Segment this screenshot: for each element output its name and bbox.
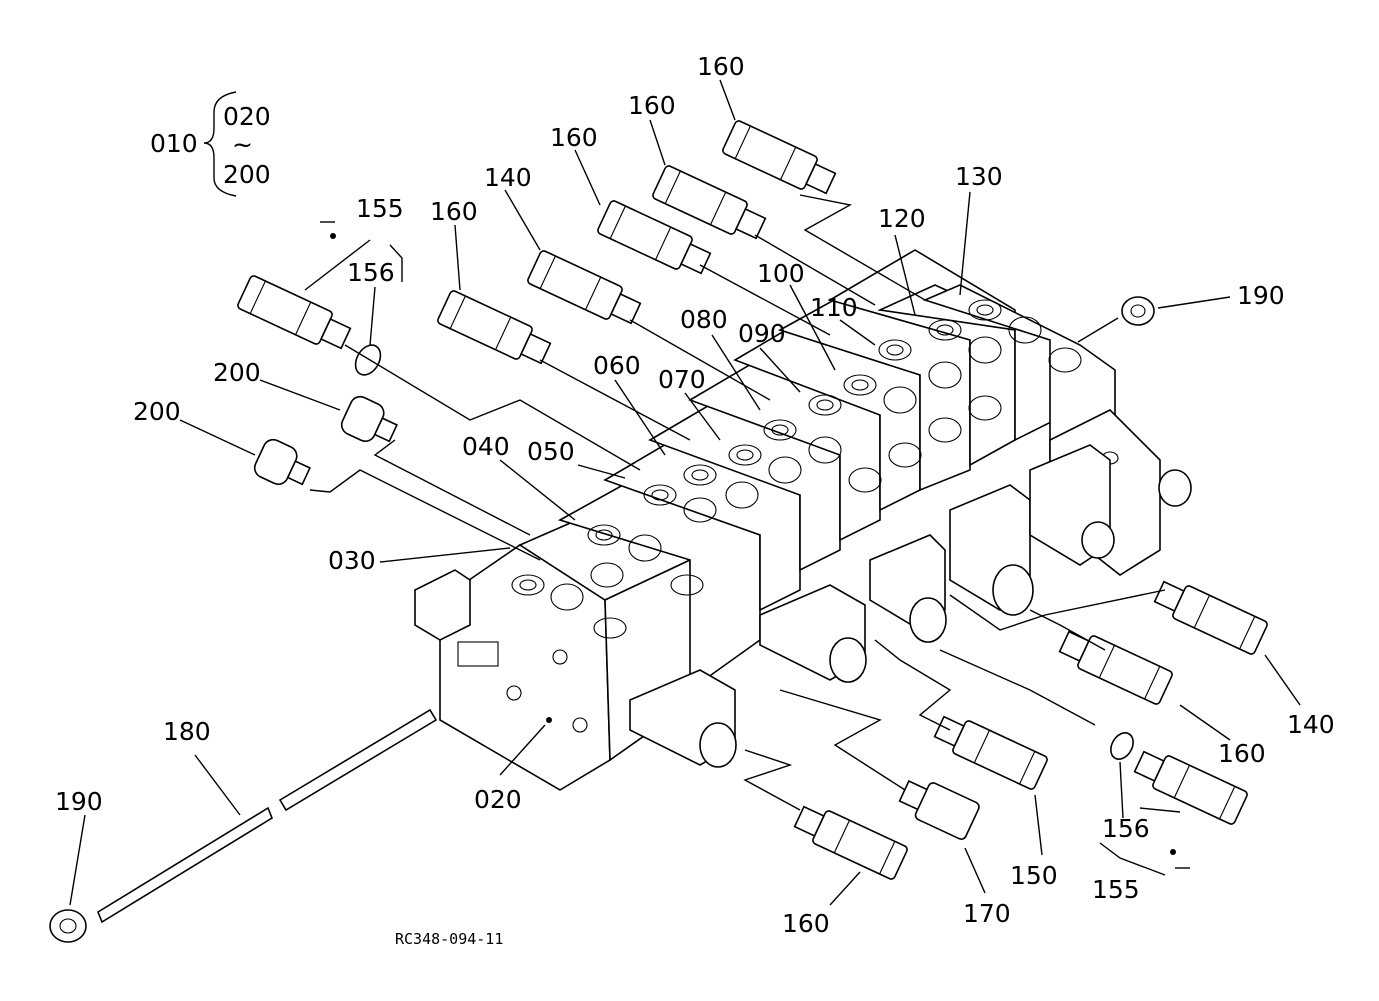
callout-140-top: 140 <box>484 163 532 192</box>
callout-020: 020 <box>474 785 522 814</box>
nut-190-left <box>49 909 87 943</box>
callout-050: 050 <box>527 437 575 466</box>
o-ring-156-top <box>354 344 382 376</box>
callout-200-a: 200 <box>213 358 261 387</box>
brace <box>203 91 237 197</box>
small-parts <box>49 296 1155 943</box>
cartridge-160-b <box>652 165 767 240</box>
callout-180: 180 <box>163 717 211 746</box>
name-plate <box>457 641 499 667</box>
cartridge-140-top <box>527 250 642 325</box>
callout-170: 170 <box>963 899 1011 928</box>
callout-160-c: 160 <box>550 123 598 152</box>
callout-090: 090 <box>738 319 786 348</box>
cartridge-155-bottom <box>1133 750 1248 825</box>
port-circles <box>511 299 1119 639</box>
callout-140-right: 140 <box>1287 710 1335 739</box>
cartridge-160-d <box>437 290 552 365</box>
label-range-sep: ~ <box>232 130 253 159</box>
cartridge-140-right <box>1153 580 1268 655</box>
plug-170 <box>898 779 980 840</box>
callout-160-bottom: 160 <box>782 909 830 938</box>
leader-lines <box>69 79 1301 906</box>
cartridge-160-a <box>722 120 837 195</box>
callout-200-b: 200 <box>133 397 181 426</box>
callout-160-a: 160 <box>697 52 745 81</box>
control-valve-body <box>414 249 1192 791</box>
cartridge-155-top <box>237 275 352 350</box>
callout-190-left: 190 <box>55 787 103 816</box>
callout-080: 080 <box>680 305 728 334</box>
spool-caps <box>414 444 1192 768</box>
cartridge-160-bottom <box>793 805 908 880</box>
plug-200-b <box>253 438 311 486</box>
callout-070: 070 <box>658 365 706 394</box>
callout-155-bottom: 155 <box>1092 875 1140 904</box>
label-010: 010 <box>150 129 198 158</box>
callout-labels: 160 160 160 140 160 155 156 200 200 030 … <box>55 52 1335 938</box>
callout-060: 060 <box>593 351 641 380</box>
callout-156-bottom: 156 <box>1102 814 1150 843</box>
callout-190-right: 190 <box>1237 281 1285 310</box>
callout-130: 130 <box>955 162 1003 191</box>
nut-190-right <box>1121 296 1155 326</box>
stud-bolt-180 <box>97 708 438 924</box>
callout-160-b: 160 <box>628 91 676 120</box>
cartridge-160-right <box>1058 630 1173 705</box>
drawing-code: RC348-094-11 <box>395 930 503 948</box>
bracket-155-marks <box>320 221 1190 876</box>
callout-155-top: 155 <box>356 194 404 223</box>
callout-156-top: 156 <box>347 258 395 287</box>
callout-160-right: 160 <box>1218 739 1266 768</box>
callout-150: 150 <box>1010 861 1058 890</box>
label-range-to: 200 <box>223 160 271 189</box>
callout-040: 040 <box>462 432 510 461</box>
cartridges <box>237 120 1268 880</box>
o-ring-156-bottom <box>1110 732 1134 760</box>
callout-160-d: 160 <box>430 197 478 226</box>
cartridge-150 <box>933 715 1048 790</box>
assembly-bracket: 010 020 ~ 200 <box>150 91 271 197</box>
label-range-from: 020 <box>223 102 271 131</box>
callout-100: 100 <box>757 259 805 288</box>
callout-120: 120 <box>878 204 926 233</box>
callout-110: 110 <box>810 293 858 322</box>
plug-200-a <box>340 395 398 443</box>
callout-030: 030 <box>328 546 376 575</box>
